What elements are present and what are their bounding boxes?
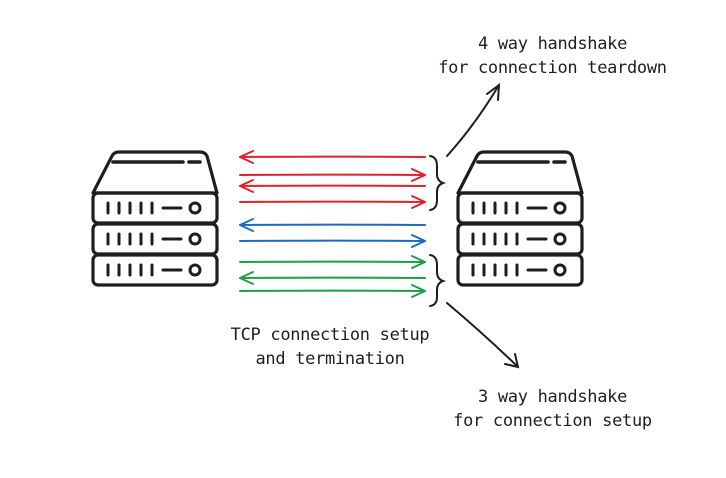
client-server-icon	[91, 150, 219, 287]
tcp-caption-line-1: TCP connection setup	[230, 325, 430, 345]
setup-message-arrow-9	[239, 284, 426, 298]
remote-server-icon	[456, 150, 584, 287]
teardown-label: 4 way handshake for connection teardown	[410, 33, 695, 81]
setup-pointer-arrow	[446, 302, 520, 369]
setup-brace	[429, 254, 447, 307]
teardown-message-arrow-4	[239, 195, 426, 209]
setup-message-arrow-7	[239, 255, 426, 269]
teardown-message-arrow-2	[239, 168, 426, 182]
setup-label-line-2: for connection setup	[453, 411, 652, 431]
tcp-caption-line-2: and termination	[255, 349, 405, 369]
setup-label: 3 way handshake for connection setup	[430, 386, 675, 434]
teardown-pointer-arrow	[446, 82, 501, 157]
teardown-label-line-2: for connection teardown	[438, 58, 667, 78]
data-message-arrow-5	[239, 218, 426, 232]
teardown-label-line-1: 4 way handshake	[477, 34, 628, 54]
data-message-arrow-6	[239, 234, 426, 248]
teardown-message-arrow-3	[239, 179, 426, 193]
message-arrows	[239, 150, 426, 298]
teardown-brace	[429, 155, 447, 211]
setup-message-arrow-8	[239, 271, 426, 285]
setup-label-line-1: 3 way handshake	[477, 387, 628, 407]
tcp-caption-label: TCP connection setup and termination	[205, 324, 455, 372]
teardown-message-arrow-1	[239, 150, 426, 164]
